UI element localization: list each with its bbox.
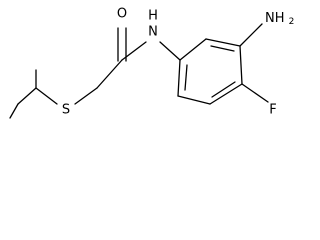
molecule-structure: O H N S NH 2 F (9, 7, 295, 119)
bond-ch2-carbonyl (96, 59, 123, 89)
ring-bond-4 (209, 83, 243, 105)
amide-n-label: N (148, 25, 158, 40)
bond-ring-nh2 (239, 23, 263, 47)
amine-subscript: 2 (289, 17, 295, 27)
ring-bond-5 (177, 95, 211, 105)
ring-double-3 (184, 64, 188, 91)
bond-s-ch2 (74, 87, 98, 105)
ring-bond-2 (205, 38, 241, 47)
bond-ethyl-ch3 (9, 103, 19, 119)
amine-label: NH 2 (265, 11, 294, 28)
bond-ch-s (35, 87, 58, 105)
bond-ring-f (241, 83, 269, 103)
ring-double-1 (210, 45, 235, 52)
ring-double-2 (211, 81, 236, 98)
fluorine-label: F (269, 103, 276, 118)
ring-bond-1 (179, 38, 207, 61)
bond-n-ring (159, 41, 181, 61)
bond-ethyl-ch2 (17, 87, 37, 105)
sulfur-label: S (62, 103, 70, 118)
amine-nh-text: NH (265, 11, 285, 26)
oxygen-label: O (117, 7, 127, 22)
atom-labels: O H N S NH 2 F (62, 7, 295, 118)
ring-bond-6 (177, 59, 181, 97)
bond-carbonyl-n (121, 41, 147, 61)
amide-h-label: H (148, 9, 158, 24)
bond-lines (9, 23, 269, 119)
ring-bond-3 (239, 45, 243, 85)
